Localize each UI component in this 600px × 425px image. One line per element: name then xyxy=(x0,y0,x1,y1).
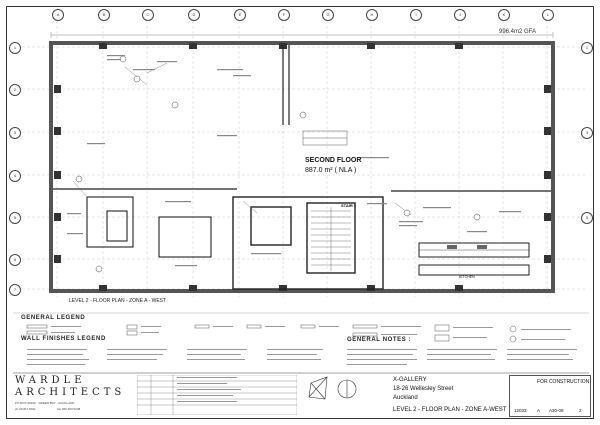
grid-bubble: 4 xyxy=(9,170,21,182)
drawing-sheet: A B C D E F G H I J K L 1 2 3 4 5 6 7 1 … xyxy=(6,6,594,419)
revision-number: 2 xyxy=(579,408,582,413)
firm-name-bottom: ARCHITECTS xyxy=(15,387,126,398)
stair-label: STAIR 1 xyxy=(341,203,357,208)
firm-fax: fax 029 303 5248 xyxy=(57,407,81,411)
grid-bubble: 2 xyxy=(9,84,21,96)
firm-address: PO BOX 90169 · GREEN BAY · AUCKLAND xyxy=(15,401,75,405)
grid-bubble: I xyxy=(410,9,422,21)
project-address: 18-26 Wellesley Street xyxy=(393,386,454,392)
room-title: SECOND FLOOR xyxy=(305,157,362,164)
grid-bubble: J xyxy=(454,9,466,21)
sheet-title: LEVEL 2 - FLOOR PLAN - ZONE A-WEST xyxy=(393,407,507,413)
firm-name-top: WARDLE xyxy=(15,375,86,386)
grid-bubble: H xyxy=(366,9,378,21)
revision-table xyxy=(137,375,297,415)
legend-symbols xyxy=(26,324,577,365)
grid-bubble: K xyxy=(498,9,510,21)
grid-bubble: 1 xyxy=(581,42,593,54)
status-label: FOR CONSTRUCTION xyxy=(537,379,590,385)
plan-title: LEVEL 2 - FLOOR PLAN - ZONE A - WEST xyxy=(69,298,167,304)
room-area: 887.0 m² ( NLA ) xyxy=(305,167,357,174)
kitchen-label: KITCHEN xyxy=(459,275,475,279)
grid-bubble: 5 xyxy=(581,212,593,224)
grid-bubble: B xyxy=(98,9,110,21)
grid-bubble: F xyxy=(278,9,290,21)
general-notes-title: GENERAL NOTES : xyxy=(347,337,412,343)
grid-bubble: 3 xyxy=(9,127,21,139)
grid-bubble: E xyxy=(234,9,246,21)
gfa-label: 996.4m2 GFA xyxy=(499,29,537,35)
job-number: 12033 xyxy=(514,408,527,413)
floor-plan-drawing xyxy=(13,21,589,400)
grid-bubble: 1 xyxy=(9,42,21,54)
grid-bubble: 3 xyxy=(581,127,593,139)
grid-bubble: 6 xyxy=(9,254,21,266)
project-name: X-GALLERY xyxy=(393,377,427,383)
title-block xyxy=(509,375,591,417)
sheet-number: A30-09 xyxy=(549,408,564,413)
grid-bubble: 7 xyxy=(9,284,21,296)
grid-bubble: L xyxy=(542,9,554,21)
general-legend-title: GENERAL LEGEND xyxy=(21,315,86,321)
grid-bubble: C xyxy=(142,9,154,21)
grid-bubble: 5 xyxy=(9,212,21,224)
project-city: Auckland xyxy=(393,395,418,401)
wall-finishes-title: WALL FINISHES LEGEND xyxy=(21,336,106,342)
grid-bubble: G xyxy=(322,9,334,21)
grid-bubble: D xyxy=(188,9,200,21)
grid-bubble: A xyxy=(52,9,64,21)
revision-column: A xyxy=(537,408,541,413)
firm-phone: ph 09 817 8911 xyxy=(15,407,36,411)
